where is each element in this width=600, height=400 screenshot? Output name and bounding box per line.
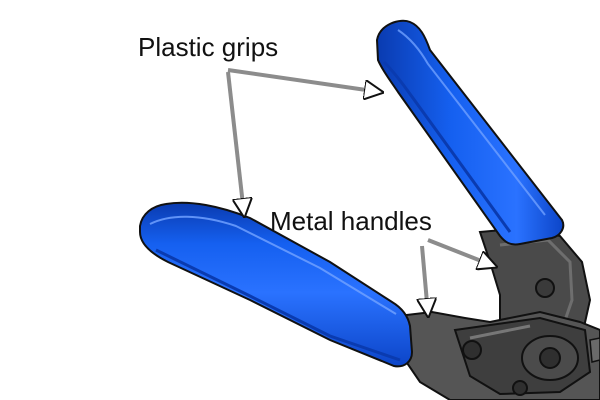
lower-plastic-grip <box>139 201 414 368</box>
plastic-grips-label: Plastic grips <box>138 32 279 62</box>
arrow-to-lower-grip <box>226 71 244 214</box>
metal-handles-arrows <box>422 238 494 314</box>
upper-plastic-grip <box>375 19 565 246</box>
lower-metal-handle <box>396 310 600 400</box>
metal-handles-label: Metal handles <box>270 206 432 236</box>
arrow-to-upper-handle <box>427 238 494 266</box>
arrow-to-upper-grip <box>227 68 380 92</box>
plastic-grips-arrows <box>226 68 380 214</box>
arrow-to-lower-handle <box>422 245 428 314</box>
